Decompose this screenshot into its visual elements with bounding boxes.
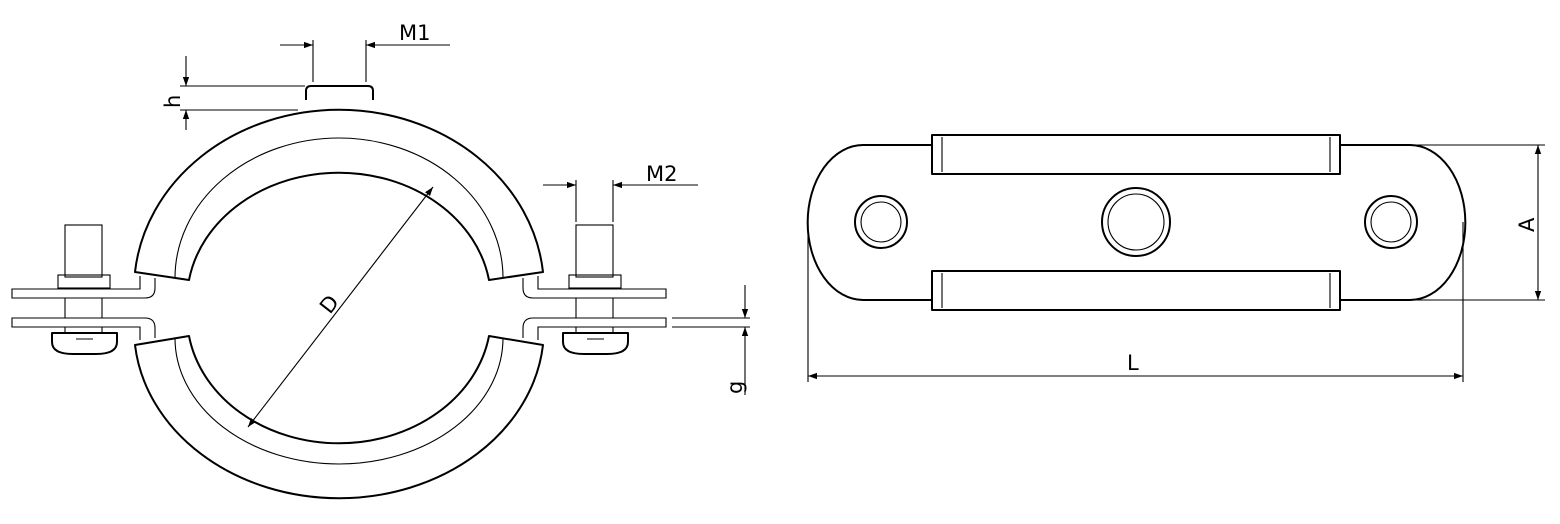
- left-hole: [854, 195, 908, 249]
- dimension-m2: M2: [543, 162, 698, 222]
- clamp-lower-shell: [134, 335, 544, 500]
- label-d: D: [315, 291, 344, 319]
- label-m2: M2: [646, 162, 677, 186]
- top-view-plate: A L: [806, 134, 1545, 382]
- center-hole: [1101, 187, 1171, 257]
- dimension-g: g: [672, 285, 750, 395]
- lower-rib: [931, 270, 1341, 311]
- dimension-d: D: [247, 186, 434, 428]
- clamp-upper-shell: [134, 108, 544, 281]
- top-nut: [305, 85, 374, 100]
- label-g: g: [723, 381, 747, 394]
- label-m1: M1: [399, 21, 430, 45]
- label-h: h: [161, 95, 185, 108]
- dimension-h: h: [161, 56, 305, 130]
- dimension-l: L: [807, 222, 1464, 382]
- upper-rib: [931, 134, 1341, 175]
- dimension-a: A: [1412, 144, 1545, 301]
- left-flange: [11, 224, 156, 355]
- dimension-m1: M1: [280, 21, 450, 82]
- right-flange: [522, 224, 667, 355]
- right-hole: [1364, 195, 1418, 249]
- front-view-pipe-clamp: M1 h M2 D g: [11, 21, 750, 500]
- label-a: A: [1515, 217, 1539, 232]
- label-l: L: [1127, 351, 1139, 375]
